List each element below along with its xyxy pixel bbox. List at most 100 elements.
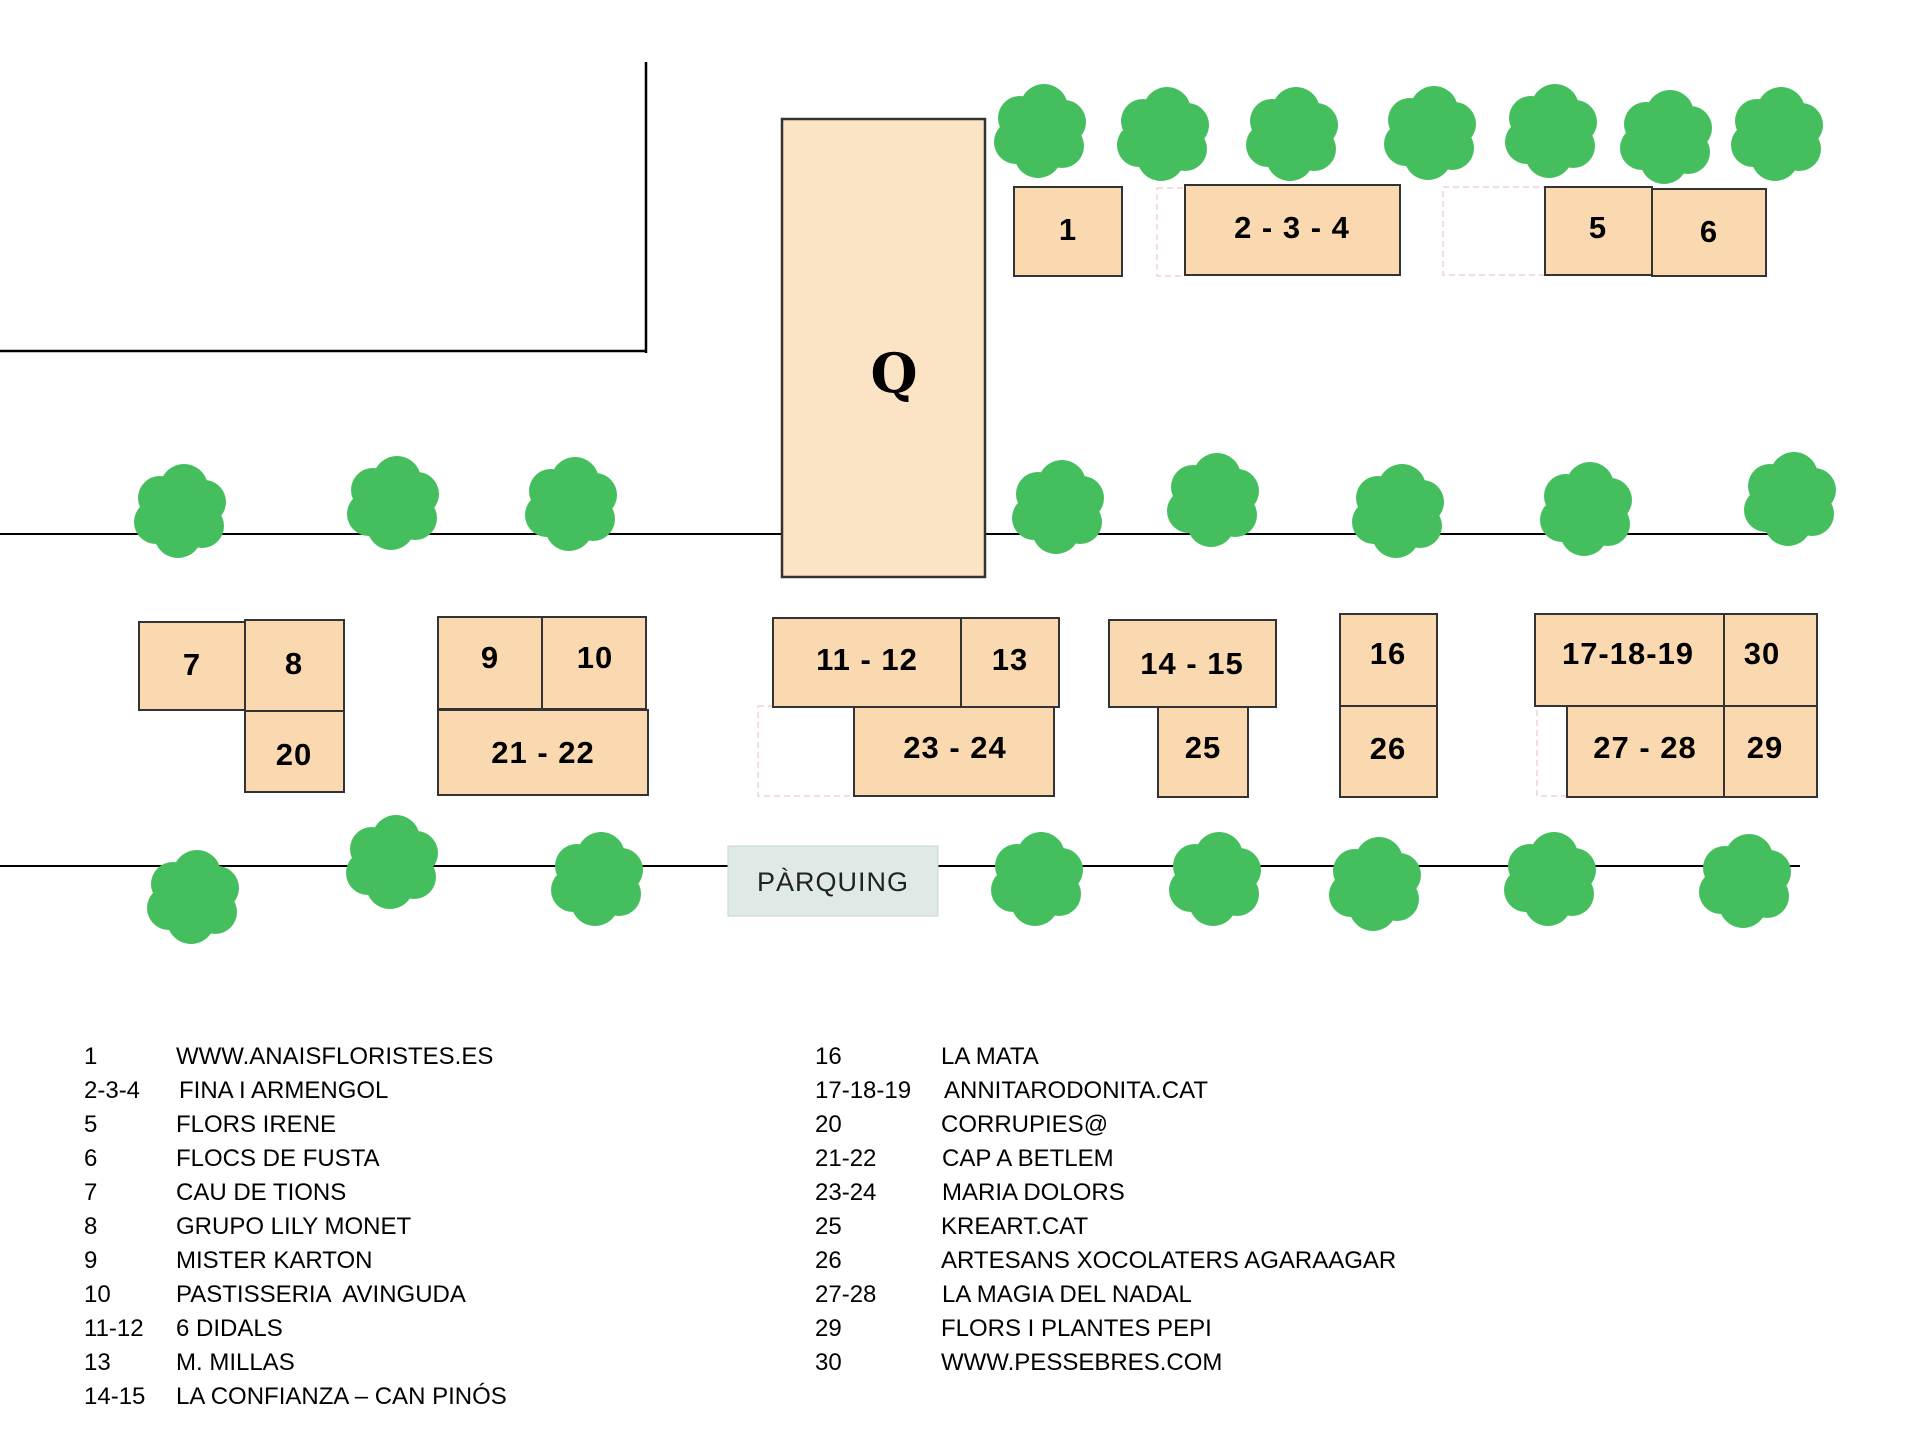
legend-number: 20	[815, 1111, 842, 1138]
tree-icon	[1352, 464, 1444, 558]
stall-8[interactable]: 8	[244, 619, 345, 712]
central-block-label: Q	[870, 341, 917, 405]
tree-icon	[1246, 87, 1338, 181]
stall-9[interactable]: 9	[437, 616, 543, 710]
tree-icon	[1169, 832, 1261, 926]
legend-number: 9	[84, 1247, 98, 1274]
legend-number: 27-28	[815, 1281, 877, 1308]
stall-26[interactable]: 26	[1339, 705, 1438, 798]
legend-name: LA CONFIANZA – CAN PINÓS	[176, 1383, 507, 1410]
stall-21-22[interactable]: 21 - 22	[437, 709, 649, 796]
stall-label: 20	[276, 737, 312, 772]
stall-label: 23 - 24	[903, 730, 1007, 765]
tree-icon	[991, 832, 1083, 926]
stall-5[interactable]: 5	[1544, 186, 1653, 276]
stall-label: 6	[1700, 214, 1718, 249]
stall-label: 2 - 3 - 4	[1234, 210, 1350, 245]
stall-label: 27 - 28	[1593, 730, 1697, 765]
tree-icon	[1699, 834, 1791, 928]
tree-icon	[1384, 86, 1476, 180]
legend-number: 6	[84, 1145, 98, 1172]
stall-14-15[interactable]: 14 - 15	[1108, 619, 1277, 708]
legend-name: ARTESANS XOCOLATERS AGARAAGAR	[941, 1247, 1397, 1274]
legend-number: 14-15	[84, 1383, 146, 1410]
central-block: Q	[780, 117, 987, 579]
stall-label: 26	[1370, 731, 1406, 766]
stall-label: 7	[183, 647, 201, 682]
legend-name: GRUPO LILY MONET	[176, 1213, 412, 1240]
tree-icon	[1540, 462, 1632, 556]
stall-label: 10	[577, 640, 613, 675]
legend-name: FLORS IRENE	[176, 1111, 337, 1138]
tree-icon	[1744, 452, 1836, 546]
tree-icon	[1504, 832, 1596, 926]
legend-number: 29	[815, 1315, 842, 1342]
stall-label: 16	[1370, 636, 1406, 671]
stall-label: 25	[1185, 730, 1221, 765]
stall-11-12[interactable]: 11 - 12	[772, 617, 962, 708]
tree-icon	[994, 84, 1086, 178]
legend-name: CORRUPIES@	[941, 1111, 1109, 1138]
tree-icon	[1117, 87, 1209, 181]
legend-number: 7	[84, 1179, 98, 1206]
legend-name: FLOCS DE FUSTA	[176, 1145, 380, 1172]
stall-25[interactable]: 25	[1157, 706, 1249, 798]
legend-name: 6 DIDALS	[176, 1315, 283, 1342]
legend-left: 1 WWW.ANAISFLORISTES.ES 2-3-4 FINA I ARMEN…	[84, 1040, 784, 1420]
stall-1[interactable]: 1	[1013, 186, 1123, 277]
legend-name: LA MATA	[941, 1043, 1039, 1070]
stall-2-3-4[interactable]: 2 - 3 - 4	[1184, 184, 1401, 276]
tree-icon	[1329, 837, 1421, 931]
legend-number: 11-12	[84, 1315, 144, 1342]
tree-icon	[346, 815, 438, 909]
legend-number: 8	[84, 1213, 98, 1240]
stall-10[interactable]: 10	[541, 616, 647, 710]
legend-name: MISTER KARTON	[176, 1247, 373, 1274]
stall-label: 21 - 22	[491, 735, 595, 770]
legend-name: WWW.ANAISFLORISTES.ES	[176, 1043, 494, 1070]
stall-label: 11 - 12	[816, 642, 918, 677]
stall-20[interactable]: 20	[244, 710, 345, 793]
stall-13[interactable]: 13	[960, 617, 1060, 708]
legend-name: PASTISSERIA AVINGUDA	[176, 1281, 466, 1308]
stall-30[interactable]: 30	[1723, 613, 1818, 707]
legend-number: 2-3-4	[84, 1077, 141, 1104]
legend-number: 10	[84, 1281, 111, 1308]
legend-number: 25	[815, 1213, 842, 1240]
legend-name: M. MILLAS	[176, 1349, 295, 1376]
legend-number: 1	[84, 1043, 98, 1070]
tree-icon	[1731, 87, 1823, 181]
tree-icon	[347, 456, 439, 550]
stall-6[interactable]: 6	[1651, 188, 1767, 277]
parking-sign: PÀRQUING	[727, 845, 939, 917]
stall-17-18-19[interactable]: 17-18-19	[1534, 613, 1726, 707]
stall-label: 8	[285, 646, 303, 681]
legend-name: MARIA DOLORS	[942, 1179, 1125, 1206]
stall-7[interactable]: 7	[138, 621, 247, 711]
legend-name: WWW.PESSEBRES.COM	[941, 1349, 1223, 1376]
legend-number: 5	[84, 1111, 98, 1138]
stall-label: 14 - 15	[1140, 646, 1244, 681]
stall-29[interactable]: 29	[1723, 705, 1818, 798]
stalls: 1 2 - 3 - 4 5 6 7 8 20 9 10 21 - 22 11 -…	[138, 184, 1818, 798]
stall-27-28[interactable]: 27 - 28	[1566, 705, 1725, 798]
tree-icon	[1167, 453, 1259, 547]
legend-name: LA MAGIA DEL NADAL	[942, 1281, 1192, 1308]
parking-label: PÀRQUING	[757, 867, 909, 897]
stall-label: 17-18-19	[1562, 636, 1694, 671]
tree-icon	[147, 850, 239, 944]
legend-name: ANNITARODONITA.CAT	[944, 1077, 1208, 1104]
legend-number: 13	[84, 1349, 111, 1376]
tree-icon	[1505, 84, 1597, 178]
tree-icon	[525, 457, 617, 551]
legend-name: FINA I ARMENGOL	[179, 1077, 389, 1104]
stall-23-24[interactable]: 23 - 24	[853, 706, 1055, 797]
stall-label: 5	[1589, 210, 1607, 245]
tree-icon	[1620, 90, 1712, 184]
tree-icon	[1012, 460, 1104, 554]
tree-icon	[134, 464, 226, 558]
stall-label: 9	[481, 640, 499, 675]
stall-16[interactable]: 16	[1339, 613, 1438, 707]
